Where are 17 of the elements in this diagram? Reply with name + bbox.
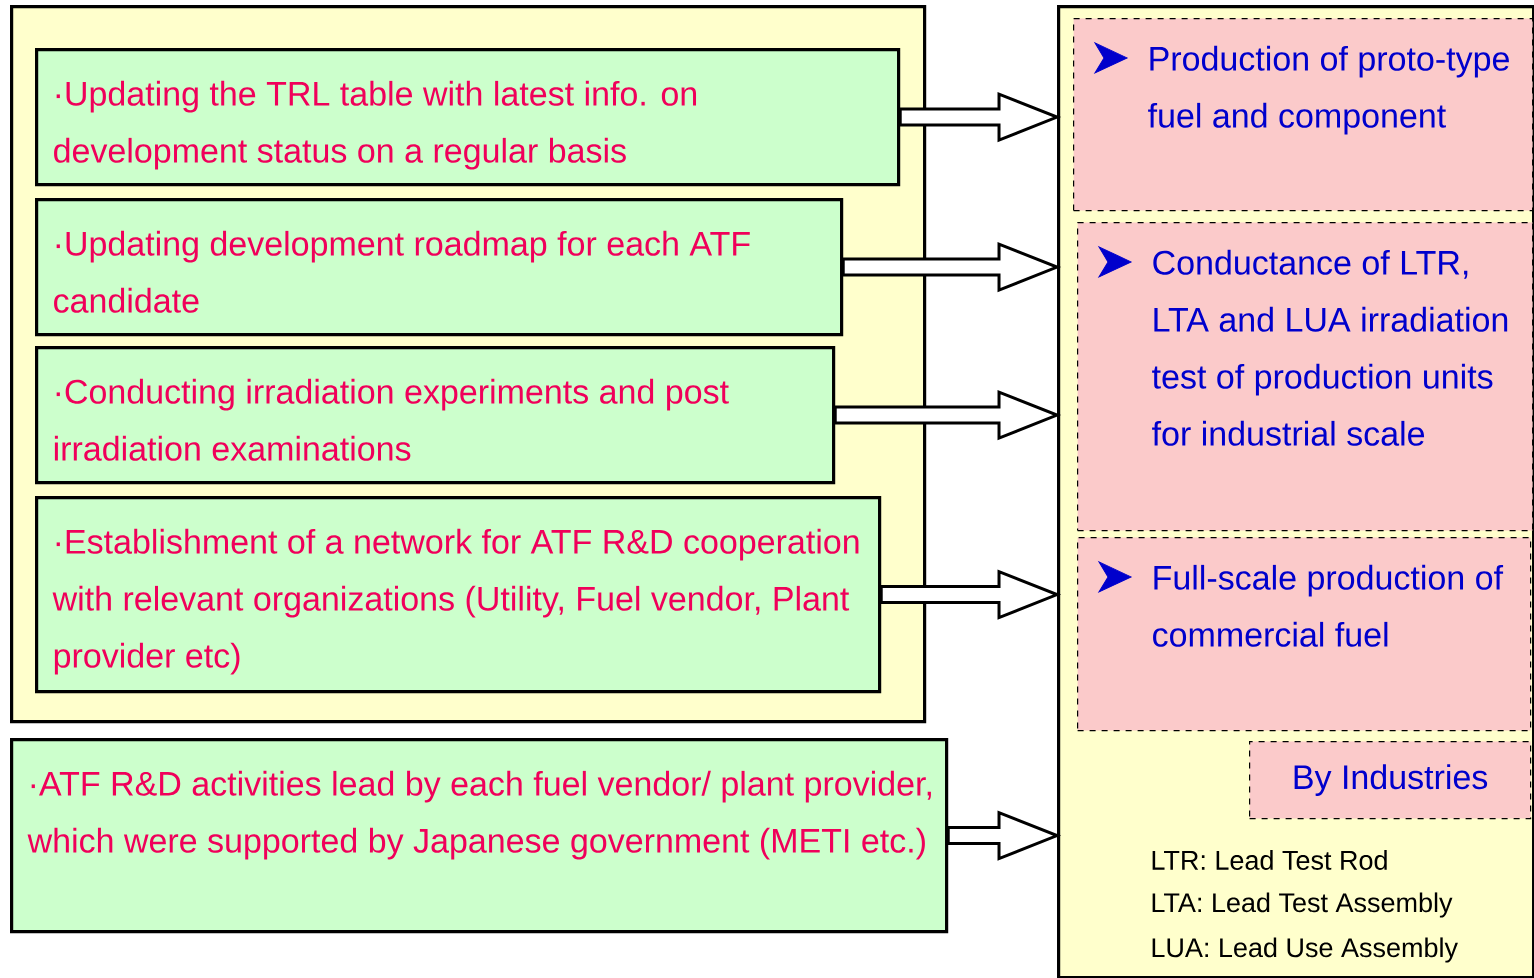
activity-box: ·Establishment of a network for ATF R&D cooperation with relevant organizations (Utility, Fuel vendor, Plant provider etc) bbox=[35, 496, 882, 694]
outcome-box: Production of proto-type fuel and component bbox=[1073, 18, 1534, 212]
block-arrow bbox=[833, 389, 1062, 441]
outcome-box: Full-scale production of commercial fuel bbox=[1077, 537, 1532, 732]
block-arrow bbox=[841, 241, 1062, 293]
activity-box: ·Conducting irradiation experiments and post irradiation examinations bbox=[35, 346, 836, 485]
activity-box: ·Updating the TRL table with latest info. on development status on a regular basis bbox=[35, 48, 901, 187]
block-arrow bbox=[946, 810, 1062, 861]
abbreviation-note: LUA: Lead Use Assembly bbox=[1152, 937, 1458, 963]
activity-box: ·Updating development roadmap for each ATF candidate bbox=[35, 198, 844, 337]
outcome-box: Conductance of LTR, LTA and LUA irradiation test of production units for industrial scale bbox=[1077, 222, 1534, 532]
block-arrow bbox=[879, 569, 1062, 620]
abbreviation-note: LTR: Lead Test Rod bbox=[1152, 850, 1387, 870]
abbreviation-note: LTA: Lead Test Assembly bbox=[1152, 892, 1453, 918]
activity-box: ·ATF R&D activities lead by each fuel vendor/ plant provider, which were supported by Japanese government (METI etc.) bbox=[10, 738, 949, 934]
block-arrow bbox=[898, 91, 1062, 143]
tag-box: By Industries bbox=[1249, 741, 1532, 820]
